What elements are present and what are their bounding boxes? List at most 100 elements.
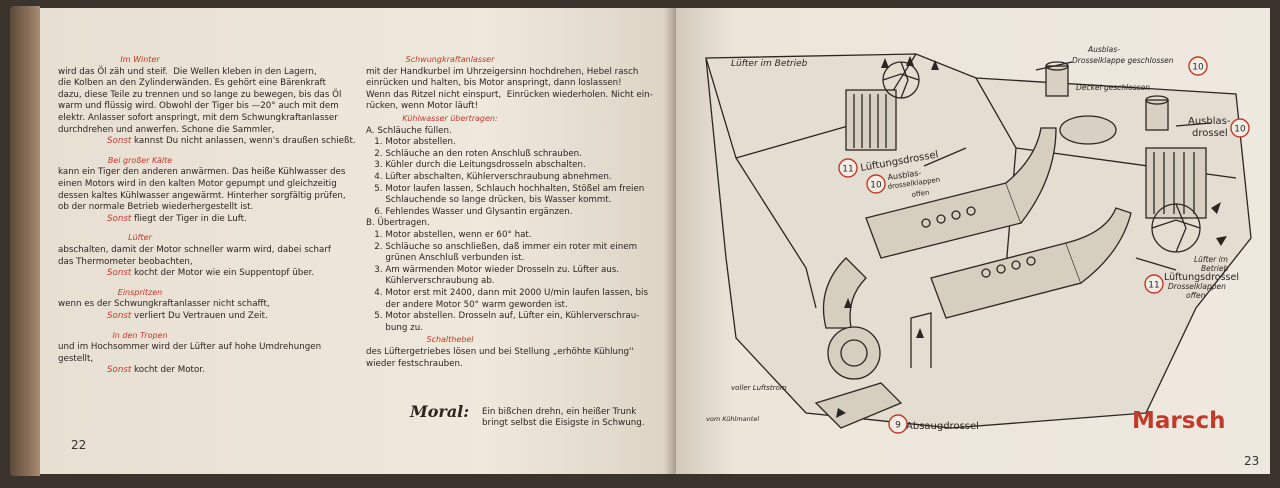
body-line: Wenn das Ritzel nicht einspurt, Einrücke…	[366, 89, 653, 100]
body-line: abschalten, damit der Motor schneller wa…	[58, 245, 331, 255]
body-line: dessen kaltes Kühlwasser angewärmt. Hint…	[58, 190, 346, 201]
body-line: der andere Motor 50° warm geworden ist.	[366, 299, 568, 310]
label-ausblas-drossel-1: Ausblas-	[1188, 116, 1231, 127]
body-line: das Thermometer beobachten,	[58, 256, 193, 267]
page-number-left: 22	[71, 438, 87, 452]
body-line: 4. Lüfter abschalten, Kühlerverschraubun…	[366, 172, 612, 182]
body-line: durchdrehen und anwerfen. Schone die Sam…	[58, 124, 275, 135]
body-line: 1. Motor abstellen.	[366, 137, 456, 148]
sonst-text: kocht der Motor wie ein Suppentopf über.	[134, 268, 315, 279]
sonst-line: Sonst fliegt der Tiger in die Luft.	[107, 214, 247, 226]
page-number-right: 23	[1244, 454, 1260, 468]
cooling-system-diagram: Lüfter im Betrieb Ausblas- Drosselklappe…	[705, 45, 1252, 434]
body-line: kann ein Tiger den anderen anwärmen. Das…	[58, 167, 346, 178]
body-line: 3. Kühler durch die Leitungsdrosseln abs…	[366, 160, 586, 171]
label-luefter-betrieb-top: Lüfter im Betrieb	[731, 59, 808, 69]
sonst-text: verliert Du Vertrauen und Zeit.	[134, 311, 268, 321]
label-drosselklappen-right-1: Drosselklappen	[1168, 282, 1226, 291]
section-heading: Lüfter	[128, 233, 152, 243]
body-line: wenn es der Schwungkraftanlasser nicht s…	[58, 299, 270, 310]
label-ausblas-drossel-2: drossel	[1192, 128, 1228, 139]
body-line: 4. Motor erst mit 2400, dann mit 2000 U/…	[366, 288, 648, 298]
body-line: mit der Handkurbel im Uhrzeigersinn hoch…	[366, 66, 639, 77]
section-heading: Bei großer Kälte	[107, 155, 173, 165]
label-voller-luftstrom: voller Luftstrom	[731, 384, 787, 392]
sonst-word: Sonst	[107, 136, 132, 147]
body-line: einen Motors wird in den kalten Motor ge…	[58, 179, 337, 189]
body-line: bung zu.	[366, 322, 423, 333]
body-line: des Lüftergetriebes lösen und bei Stellu…	[366, 347, 634, 357]
marker-10-right-text: 10	[1234, 125, 1246, 135]
marker-9-text: 9	[895, 421, 901, 431]
body-line: B. Übertragen.	[366, 218, 430, 229]
marker-10-top: 10	[1188, 56, 1208, 76]
page-title-marsch: Marsch	[1132, 408, 1225, 434]
body-line: ob der normale Betrieb wiederhergestellt…	[58, 202, 254, 213]
sonst-line: Sonst kocht der Motor.	[107, 365, 205, 377]
body-line: A. Schläuche füllen.	[366, 125, 452, 136]
marker-11-right: 11	[1144, 274, 1164, 294]
body-line: grünen Anschluß verbunden ist.	[366, 253, 525, 264]
body-line: rücken, wenn Motor läuft!	[366, 101, 479, 112]
sonst-word: Sonst	[107, 365, 132, 376]
section-heading: Schwungkraftanlasser	[405, 55, 495, 64]
section-heading: Schalthebel	[426, 335, 474, 345]
marker-10-top-text: 10	[1192, 63, 1204, 73]
right-page: Lüfter im Betrieb Ausblas- Drosselklappe…	[676, 8, 1270, 474]
body-line: gestellt,	[58, 353, 94, 364]
body-line: wird das Öl zäh und steif. Die Wellen kl…	[58, 66, 317, 77]
label-absaugdrossel: Absaugdrossel	[906, 421, 979, 432]
sonst-word: Sonst	[107, 311, 132, 321]
marker-10-left: 10	[866, 174, 886, 194]
sonst-text: kannst Du nicht anlassen, wenn's draußen…	[134, 136, 356, 147]
body-line: elektr. Anlasser sofort anspringt, mit d…	[58, 113, 338, 123]
label-drosselklappen-right-2: offen	[1186, 291, 1206, 300]
label-vom-kuehlmantel: vom Kühlmantel	[706, 415, 759, 423]
body-line: 1. Motor abstellen, wenn er 60° hat.	[366, 230, 532, 240]
marker-10-left-text: 10	[870, 181, 882, 191]
label-drosselklappe: Drosselklappe geschlossen	[1072, 56, 1174, 65]
label-ausblas-top: Ausblas-	[1087, 45, 1120, 54]
sonst-word: Sonst	[107, 213, 132, 224]
sonst-line: Sonst verliert Du Vertrauen und Zeit.	[107, 311, 268, 323]
body-line: dazu, diese Teile zu trennen und so lang…	[58, 89, 342, 100]
sonst-line: Sonst kocht der Motor wie ein Suppentopf…	[107, 268, 314, 280]
marker-10-right: 10	[1230, 118, 1250, 138]
moral-line-2: bringt selbst die Eisigste in Schwung.	[482, 418, 645, 428]
label-luefter-betrieb-right-1: Lüfter im	[1194, 255, 1228, 264]
sonst-word: Sonst	[107, 268, 132, 279]
label-lueftungsdrossel-right: Lüftungsdrossel	[1164, 272, 1239, 283]
marker-9: 9	[888, 414, 908, 434]
body-line: Kühlerverschraubung ab.	[366, 276, 495, 287]
label-deckel: Deckel geschlossen	[1076, 83, 1150, 92]
body-line: wieder festschrauben.	[366, 358, 463, 369]
section-heading: In den Tropen	[112, 330, 168, 340]
moral-line-1: Ein bißchen drehn, ein heißer Trunk	[482, 407, 637, 417]
body-line: einrücken und halten, bis Motor anspring…	[366, 78, 622, 89]
label-ausblas-klappen-3: offen	[911, 189, 930, 199]
body-line: und im Hochsommer wird der Lüfter auf ho…	[58, 342, 322, 353]
body-line: 6. Fehlendes Wasser und Glysantin ergänz…	[366, 206, 573, 217]
sonst-line: Sonst kannst Du nicht anlassen, wenn's d…	[107, 136, 356, 148]
body-line: 5. Motor abstellen. Drosseln auf, Lüfter…	[366, 311, 640, 322]
body-line: 3. Am wärmenden Motor wieder Drosseln zu…	[366, 264, 620, 275]
body-line: 5. Motor laufen lassen, Schlauch hochhal…	[366, 183, 645, 194]
sonst-text: kocht der Motor.	[134, 365, 205, 376]
marker-11-right-text: 11	[1148, 281, 1159, 291]
marker-11-left-text: 11	[842, 165, 853, 175]
left-page: Im Winter wird das Öl zäh und steif. Die …	[40, 8, 676, 474]
marker-11-left: 11	[838, 158, 858, 178]
body-line: 2. Schläuche so anschließen, daß immer e…	[366, 241, 638, 252]
body-line: Schlauchende so lange drücken, bis Wasse…	[366, 195, 612, 206]
section-heading: Kühlwasser übertragen:	[402, 114, 498, 123]
sonst-text: fliegt der Tiger in die Luft.	[134, 213, 247, 224]
body-line: 2. Schläuche an den roten Anschluß schra…	[366, 148, 582, 159]
section-heading: Einspritzen	[117, 287, 163, 297]
page-stack-edge	[10, 6, 40, 476]
moral-label: Moral:	[410, 402, 470, 421]
label-luefter-betrieb-right-2: Betrieb	[1201, 264, 1228, 273]
body-line: die Kolben an den Zylinderwänden. Es geh…	[58, 78, 326, 89]
body-line: warm und flüssig wird. Obwohl der Tiger …	[58, 101, 339, 112]
section-heading: Im Winter	[120, 55, 160, 64]
